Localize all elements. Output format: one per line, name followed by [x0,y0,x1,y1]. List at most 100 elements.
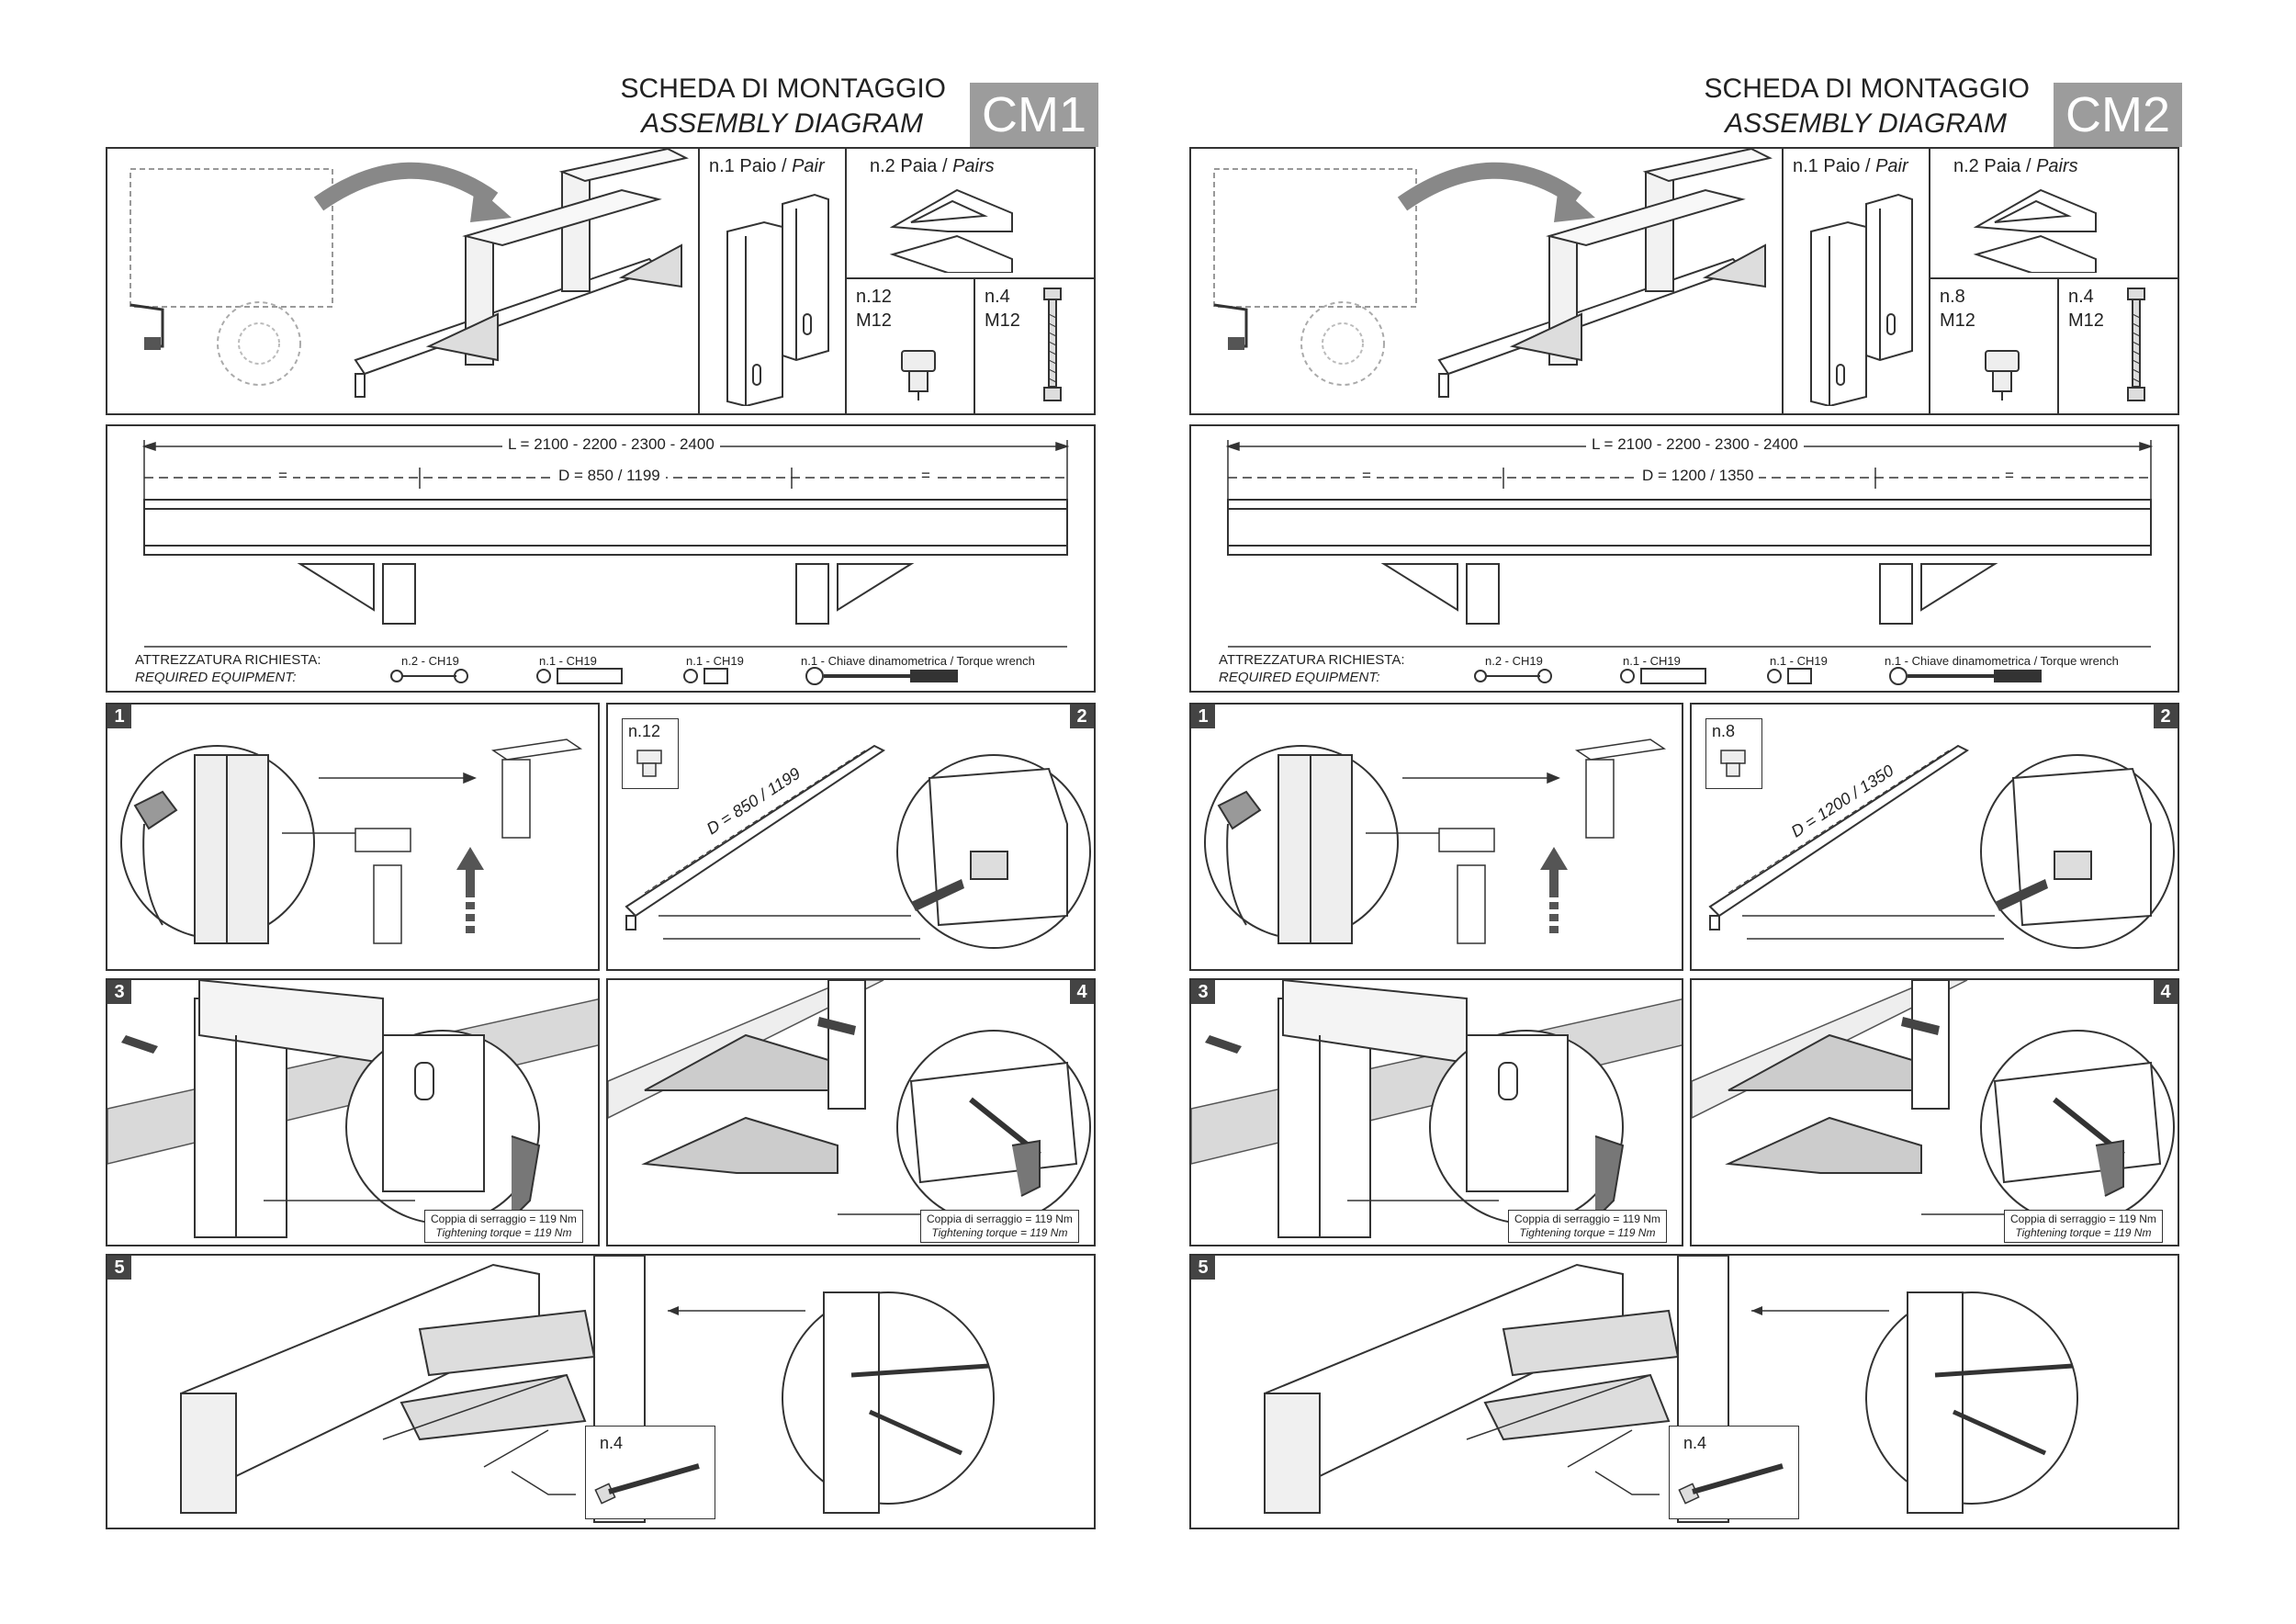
equipment-item-2: n.1 - CH19 [1623,654,1681,668]
pair-label: n.1 Paio / Pair [709,156,825,176]
equipment-item-4: n.1 - Chiave dinamometrica / Torque wren… [801,654,1035,668]
trailer-drawing [1213,149,1773,398]
step-2-drawing [1708,744,2175,949]
trailer-drawing [129,149,689,398]
dimension-panel: L = 2100 - 2200 - 2300 - 2400 = D = 1200… [1189,424,2179,693]
equipment-title: ATTREZZATURA RICHIESTA: REQUIRED EQUIPME… [135,651,321,686]
step-3-torque-note: Coppia di serraggio = 119 Nm Tightening … [1508,1210,1667,1243]
equal-spacing-right: = [916,467,936,485]
step-2-number: 2 [2154,705,2178,728]
step-1-number: 1 [107,705,131,728]
step-4-drawing [1692,980,2175,1224]
step-1-panel: 1 [1189,703,1683,971]
equipment-item-1: n.2 - CH19 [1485,654,1543,668]
step-5-bolts-box: n.4 [585,1426,715,1519]
beam-dimension-drawing [1225,440,2154,685]
step-3-drawing [107,980,598,1238]
equipment-icons [1474,667,2042,685]
title-english: ASSEMBLY DIAGRAM [641,108,923,139]
sheet-code-badge: CM1 [970,83,1098,147]
step-3-drawing [1191,980,1682,1238]
pairs-label: n.2 Paia / Pairs [1953,156,2078,176]
equal-spacing-right: = [1999,467,2020,485]
step-5-panel: 5 n.4 [1189,1254,2179,1529]
equipment-title-english: REQUIRED EQUIPMENT: [135,670,297,685]
assembly-sheet-cm2: SCHEDA DI MONTAGGIO ASSEMBLY DIAGRAM CM2 [1084,0,2232,1624]
step-4-panel: 4 Coppia di serraggio = 119 Nm Tightenin… [1690,978,2179,1246]
torque-english: Tightening torque = 119 Nm [435,1226,572,1239]
distance-dimension: D = 1200 / 1350 [1637,467,1760,485]
brackets-drawing [1973,188,2097,273]
step-3-torque-note: Coppia di serraggio = 119 Nm Tightening … [424,1210,583,1243]
bolts-quantity: n.4 [985,287,1010,307]
beam-dimension-drawing [141,440,1070,685]
step-5-number: 5 [1191,1256,1215,1280]
nuts-size: M12 [1940,310,1975,331]
step-5-panel: 5 n.4 [106,1254,1096,1529]
torque-italian: Coppia di serraggio = 119 Nm [431,1212,577,1225]
torque-italian: Coppia di serraggio = 119 Nm [1514,1212,1660,1225]
pair-label: n.1 Paio / Pair [1793,156,1908,176]
step-5-bolts-quantity: n.4 [600,1434,624,1452]
step-4-torque-note: Coppia di serraggio = 119 Nm Tightening … [920,1210,1079,1243]
dimension-panel: L = 2100 - 2200 - 2300 - 2400 = D = 850 … [106,424,1096,693]
nut-icon [1985,350,2020,400]
title-italian: SCHEDA DI MONTAGGIO [620,73,946,104]
equipment-title-italian: ATTREZZATURA RICHIESTA: [1219,652,1405,668]
nuts-quantity: n.8 [1940,287,1965,307]
step-2-nuts-box: n.8 [1705,718,1762,789]
step-3-number: 3 [107,980,131,1004]
torque-italian: Coppia di serraggio = 119 Nm [2010,1212,2156,1225]
title-english: ASSEMBLY DIAGRAM [1725,108,2007,139]
step-2-nuts-quantity: n.12 [628,722,661,740]
sheet-code-badge: CM2 [2054,83,2182,147]
step-1-drawing [120,739,583,944]
bolt-icon [2127,288,2145,401]
nut-icon [1720,750,1746,777]
bolts-size: M12 [985,310,1020,331]
equipment-item-3: n.1 - CH19 [686,654,744,668]
parts-overview-panel: n.1 Paio / Pair n.2 Paia / Pairs n.8 M12 [1189,147,2179,415]
bolt-icon [1043,288,1062,401]
length-dimension: L = 2100 - 2200 - 2300 - 2400 [502,435,720,454]
step-1-number: 1 [1191,705,1215,728]
equipment-item-2: n.1 - CH19 [539,654,597,668]
step-5-number: 5 [107,1256,131,1280]
torque-italian: Coppia di serraggio = 119 Nm [927,1212,1073,1225]
parts-overview-panel: n.1 Paio / Pair n.2 Paia / Pairs n.12 M1 [106,147,1096,415]
bolts-size: M12 [2068,310,2104,331]
upright-tubes-drawing [726,193,829,406]
equipment-item-4: n.1 - Chiave dinamometrica / Torque wren… [1885,654,2119,668]
step-4-torque-note: Coppia di serraggio = 119 Nm Tightening … [2004,1210,2163,1243]
step-2-drawing [625,744,1091,949]
step-2-number: 2 [1070,705,1094,728]
bolts-quantity: n.4 [2068,287,2094,307]
equal-spacing-left: = [1356,467,1377,485]
bolt-icon [594,1463,700,1505]
step-4-drawing [608,980,1091,1224]
nuts-quantity: n.12 [856,287,892,307]
torque-english: Tightening torque = 119 Nm [1519,1226,1656,1239]
step-4-number: 4 [2154,980,2178,1004]
step-2-panel: 2 n.12 D = 850 / 1199 [606,703,1096,971]
equipment-title: ATTREZZATURA RICHIESTA: REQUIRED EQUIPME… [1219,651,1405,686]
step-2-panel: 2 n.8 D = 1200 / 1350 [1690,703,2179,971]
pairs-label: n.2 Paia / Pairs [870,156,995,176]
step-4-number: 4 [1070,980,1094,1004]
upright-tubes-drawing [1810,193,1913,406]
title-italian: SCHEDA DI MONTAGGIO [1704,73,2030,104]
equipment-title-english: REQUIRED EQUIPMENT: [1219,670,1380,685]
equal-spacing-left: = [273,467,293,485]
brackets-drawing [889,188,1013,273]
assembly-sheet-cm1: SCHEDA DI MONTAGGIO ASSEMBLY DIAGRAM CM1 [106,73,1098,1529]
nut-icon [901,350,936,400]
step-5-bolts-box: n.4 [1669,1426,1799,1519]
step-3-panel: 3 Coppia di serraggio = 119 Nm Tightenin… [106,978,600,1246]
step-2-nuts-quantity: n.8 [1712,722,1736,740]
step-2-nuts-box: n.12 [622,718,679,789]
torque-english: Tightening torque = 119 Nm [2015,1226,2152,1239]
step-5-drawing [1264,1256,2078,1523]
step-4-panel: 4 Coppia di serraggio = 119 Nm Tightenin… [606,978,1096,1246]
step-3-panel: 3 Coppia di serraggio = 119 Nm Tightenin… [1189,978,1683,1246]
nut-icon [636,750,662,777]
